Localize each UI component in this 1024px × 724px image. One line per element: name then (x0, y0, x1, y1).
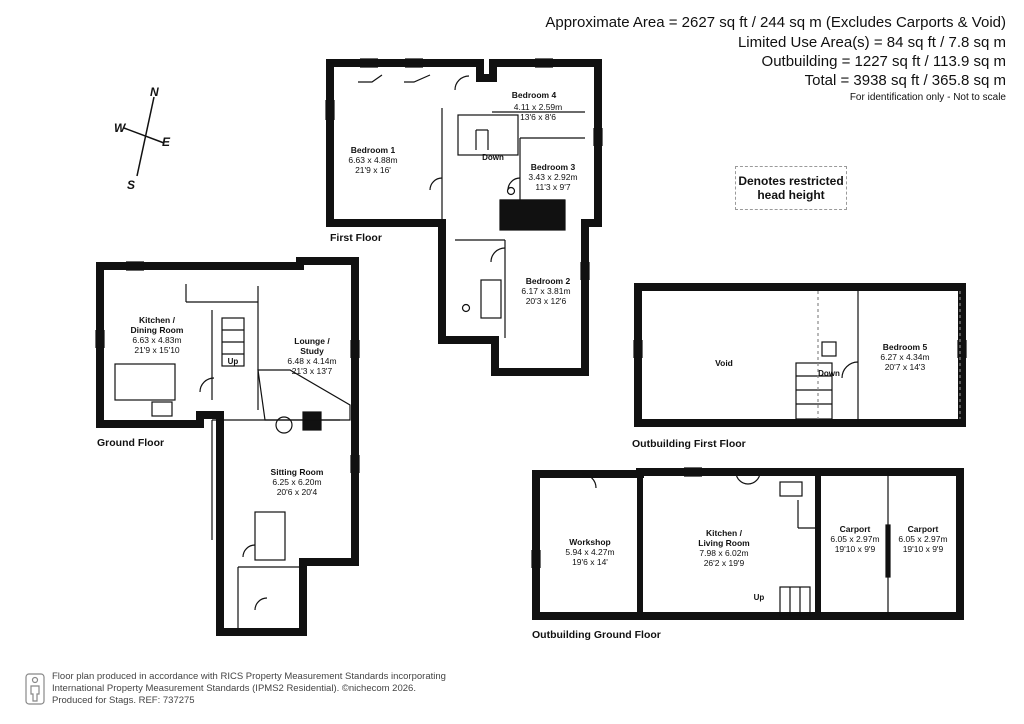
footer-line-3: Produced for Stags. REF: 737275 (52, 695, 195, 706)
approximate-area-text: Approximate Area = 2627 sq ft / 244 sq m… (545, 14, 1006, 31)
stair-down-first-label: Down (482, 153, 504, 162)
room-metric: 6.17 x 3.81m (521, 286, 570, 296)
room-lounge-study: Lounge / Study 6.48 x 4.14m 21'3 x 13'7 (287, 336, 336, 376)
footer-line-2: International Property Measurement Stand… (52, 683, 416, 694)
legend-line-2: head height (757, 188, 825, 202)
restricted-height-legend: Denotes restricted head height (735, 166, 847, 210)
room-name-2: Dining Room (131, 325, 184, 335)
room-sitting: Sitting Room 6.25 x 6.20m 20'6 x 20'4 (271, 467, 324, 497)
room-imperial: 19'10 x 9'9 (835, 544, 876, 554)
outbuilding-area-text: Outbuilding = 1227 sq ft / 113.9 sq m (761, 53, 1006, 70)
room-imperial: 20'6 x 20'4 (277, 487, 318, 497)
stair-up-ground-label: Up (228, 357, 239, 366)
window-marker (360, 58, 378, 68)
room-bedroom5: Bedroom 5 6.27 x 4.34m 20'7 x 14'3 (880, 342, 929, 372)
ground-floor-plan (96, 257, 359, 636)
room-metric: 6.05 x 2.97m (830, 534, 879, 544)
compass-ew-line (123, 127, 165, 144)
stair-down-outbuilding-label: Down (818, 369, 840, 378)
room-carport-1: Carport 6.05 x 2.97m 19'10 x 9'9 (830, 524, 879, 554)
room-name: Bedroom 5 (883, 342, 928, 352)
room-name: Sitting Room (271, 467, 324, 477)
room-imperial: 21'9 x 15'10 (134, 345, 180, 355)
room-metric: 6.05 x 2.97m (898, 534, 947, 544)
room-kitchen-living: Kitchen / Living Room 7.98 x 6.02m 26'2 … (698, 528, 750, 568)
room-metric: 5.94 x 4.27m (565, 547, 614, 557)
room-name: Bedroom 2 (526, 276, 571, 286)
first-floor-label: First Floor (330, 232, 382, 244)
room-imperial: 26'2 x 19'9 (704, 558, 745, 568)
room-carport-2: Carport 6.05 x 2.97m 19'10 x 9'9 (898, 524, 947, 554)
room-bedroom4: Bedroom 4 4.11 x 2.59m 13'6 x 8'6 (512, 90, 562, 122)
disclaimer-text: For identification only - Not to scale (849, 92, 1006, 103)
outbuilding-ground-floor-plan (532, 468, 964, 620)
first-floor-plan (326, 59, 602, 376)
room-name: Carport (908, 524, 939, 534)
room-metric: 4.11 x 2.59m (514, 102, 563, 112)
compass-w-label: W (114, 121, 127, 135)
room-imperial: 19'10 x 9'9 (903, 544, 944, 554)
room-name-2: Study (300, 346, 324, 356)
room-imperial: 21'3 x 13'7 (292, 366, 333, 376)
outbuilding-ground-floor-label: Outbuilding Ground Floor (532, 629, 661, 641)
room-imperial: 11'3 x 9'7 (535, 182, 570, 192)
legend-line-1: Denotes restricted (738, 174, 844, 188)
room-metric: 6.27 x 4.34m (880, 352, 929, 362)
room-bedroom1: Bedroom 1 6.63 x 4.88m 21'9 x 16' (348, 145, 397, 175)
room-name: Bedroom 4 (512, 90, 557, 100)
compass-n-label: N (150, 85, 159, 99)
compass-e-label: E (162, 135, 171, 149)
footer-line-1: Floor plan produced in accordance with R… (52, 671, 446, 682)
person-icon (25, 673, 45, 705)
outbuilding-first-floor-plan (634, 283, 966, 427)
room-imperial: 20'3 x 12'6 (526, 296, 567, 306)
total-area-text: Total = 3938 sq ft / 365.8 sq m (804, 72, 1006, 89)
room-kitchen-dining: Kitchen / Dining Room 6.63 x 4.83m 21'9 … (131, 315, 184, 355)
room-name-1: Lounge / (294, 336, 330, 346)
room-name: Void (715, 358, 733, 368)
compass-s-label: S (127, 178, 135, 192)
room-name: Bedroom 1 (351, 145, 396, 155)
room-imperial: 21'9 x 16' (355, 165, 391, 175)
room-bedroom3: Bedroom 3 3.43 x 2.92m 11'3 x 9'7 (528, 162, 577, 192)
limited-use-area-text: Limited Use Area(s) = 84 sq ft / 7.8 sq … (737, 34, 1006, 51)
room-bedroom2: Bedroom 2 6.17 x 3.81m 20'3 x 12'6 (521, 276, 570, 306)
stair-up-outbuilding-label: Up (754, 593, 765, 602)
room-metric: 7.98 x 6.02m (699, 548, 748, 558)
room-name-1: Kitchen / (139, 315, 176, 325)
room-imperial: 13'6 x 8'6 (520, 112, 556, 122)
room-workshop: Workshop 5.94 x 4.27m 19'6 x 14' (565, 537, 614, 567)
room-name-2: Living Room (698, 538, 750, 548)
room-imperial: 19'6 x 14' (572, 557, 608, 567)
room-name: Carport (840, 524, 871, 534)
room-name: Workshop (569, 537, 610, 547)
room-name-1: Kitchen / (706, 528, 743, 538)
room-name: Bedroom 3 (531, 162, 576, 172)
room-metric: 3.43 x 2.92m (528, 172, 577, 182)
room-metric: 6.25 x 6.20m (272, 477, 321, 487)
room-void: Void (715, 358, 733, 368)
room-metric: 6.48 x 4.14m (287, 356, 336, 366)
outbuilding-first-floor-label: Outbuilding First Floor (632, 438, 746, 450)
room-imperial: 20'7 x 14'3 (885, 362, 926, 372)
compass-icon (123, 96, 165, 177)
ground-floor-label: Ground Floor (97, 437, 164, 449)
room-metric: 6.63 x 4.83m (132, 335, 181, 345)
room-metric: 6.63 x 4.88m (348, 155, 397, 165)
